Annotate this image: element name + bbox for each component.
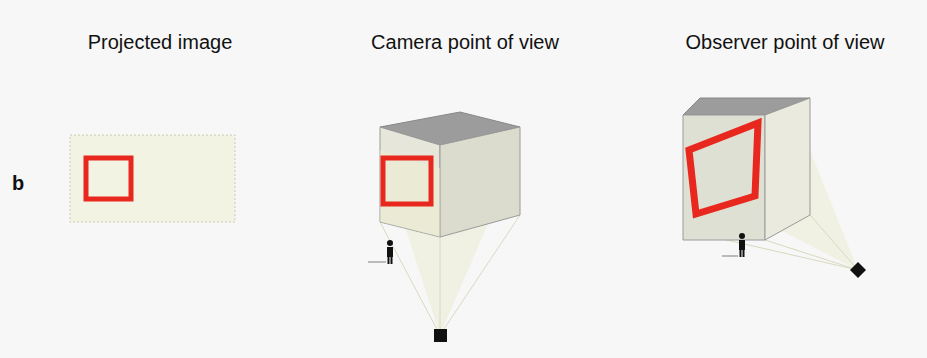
red-square xyxy=(86,158,131,199)
panel-title: Projected image xyxy=(88,31,233,54)
projected-frame xyxy=(70,135,235,222)
panel-title: Camera point of view xyxy=(371,31,559,54)
panel-title: Observer point of view xyxy=(686,31,885,54)
panel-letter: b xyxy=(12,172,24,195)
camera-view xyxy=(368,112,520,342)
observer-view xyxy=(683,98,866,278)
